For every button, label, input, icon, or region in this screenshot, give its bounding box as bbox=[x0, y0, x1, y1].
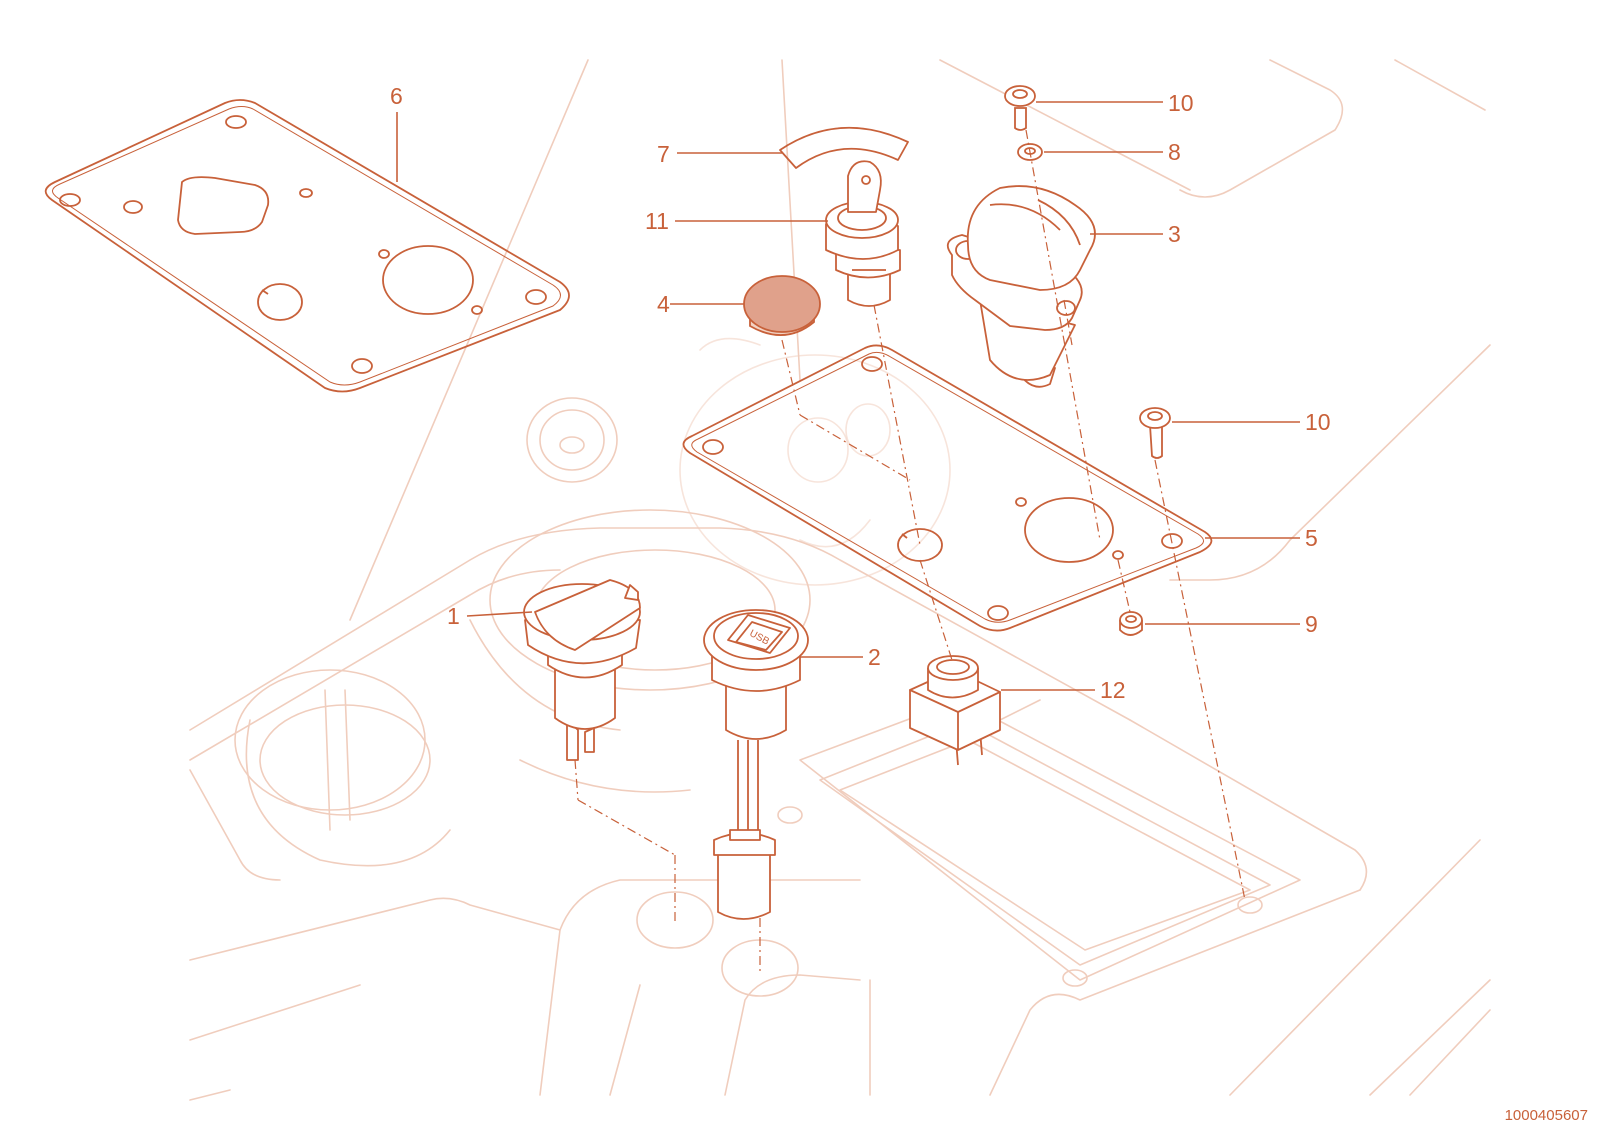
part-12-switch-block bbox=[909, 655, 1001, 766]
part-9-nut bbox=[1119, 611, 1143, 636]
part-6-gasket bbox=[44, 99, 570, 393]
part-3-socket-with-cover bbox=[946, 185, 1096, 388]
callout-8: 8 bbox=[1168, 139, 1181, 165]
part-4-blanking-cap bbox=[743, 275, 821, 336]
callout-2: 2 bbox=[868, 644, 881, 670]
part-5-mounting-plate bbox=[682, 344, 1213, 632]
part-11-key-switch bbox=[825, 160, 901, 307]
callout-3: 3 bbox=[1168, 221, 1181, 247]
callout-1: 1 bbox=[447, 603, 460, 629]
assembly-dashed-lines bbox=[574, 129, 1246, 975]
leader-lines bbox=[396, 101, 1300, 691]
callout-4: 4 bbox=[657, 291, 670, 317]
part-10-screw-right bbox=[1139, 407, 1171, 459]
callout-6: 6 bbox=[390, 83, 403, 109]
callout-10-top: 10 bbox=[1168, 90, 1194, 116]
part-1-socket bbox=[523, 579, 641, 761]
callout-7: 7 bbox=[657, 141, 670, 167]
callout-9: 9 bbox=[1305, 611, 1318, 637]
callout-12: 12 bbox=[1100, 677, 1126, 703]
part-2-usb-socket bbox=[703, 609, 809, 920]
part-10-screw-top bbox=[1004, 85, 1036, 131]
callout-11: 11 bbox=[645, 208, 669, 234]
console-housing-background bbox=[189, 59, 1491, 1101]
drawing-number: 1000405607 bbox=[1505, 1107, 1588, 1124]
callout-10-right: 10 bbox=[1305, 409, 1331, 435]
part-7-decal bbox=[779, 126, 909, 169]
callout-labels: 6 10 8 3 10 5 9 12 7 11 4 1 2 bbox=[390, 83, 1331, 703]
callout-5: 5 bbox=[1305, 525, 1318, 551]
